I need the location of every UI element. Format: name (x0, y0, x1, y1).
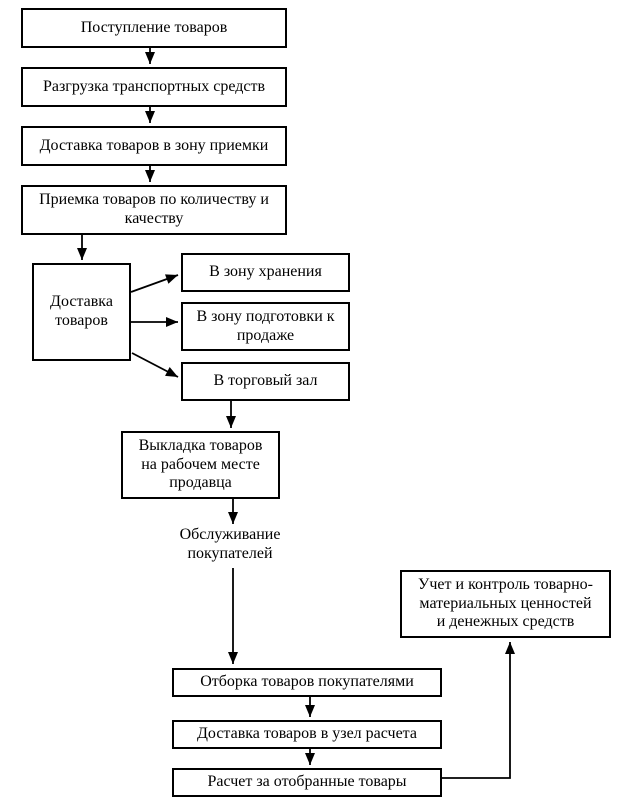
arrow-delivery-to-storage-zone (130, 274, 179, 293)
node-goods-selection: Отборка товаров покупателями (172, 668, 442, 697)
node-delivery-to-acceptance-zone: Доставка товаров в зону приемки (21, 126, 287, 166)
node-storage-zone: В зону хранения (181, 253, 350, 292)
node-sales-floor: В торговый зал (181, 362, 350, 401)
node-sale-preparation-zone: В зону подготовки к продаже (181, 302, 350, 351)
node-goods-delivery: Доставка товаров (32, 263, 131, 361)
arrow-delivery-to-sales-floor (131, 352, 179, 378)
node-customer-service-text: Обслуживание покупателей (179, 526, 281, 562)
node-delivery-to-checkout: Доставка товаров в узел расчета (172, 720, 442, 749)
node-acceptance-quantity-quality: Приемка товаров по количеству и качеству (21, 185, 287, 235)
arrow-payment-to-accounting (442, 642, 515, 779)
node-payment: Расчет за отобранные товары (172, 768, 442, 797)
node-accounting-control: Учет и контроль товарно- материальных це… (400, 570, 611, 638)
node-goods-display: Выкладка товаров на рабочем месте продав… (121, 431, 280, 499)
node-receipt: Поступление товаров (21, 8, 287, 48)
node-unloading: Разгрузка транспортных средств (21, 67, 287, 107)
